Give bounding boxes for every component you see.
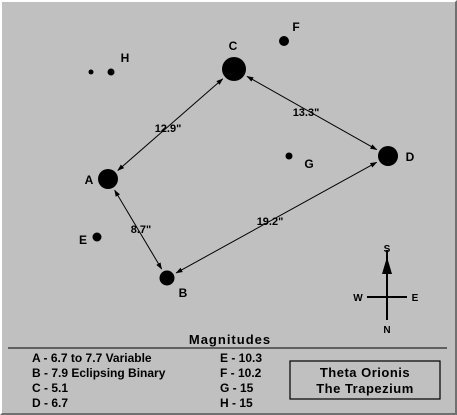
distance-arrows: 12.9" 13.3" 8.7" 19.2" (114, 75, 378, 274)
compass-west: W (353, 293, 363, 304)
star-label-E: E (79, 233, 87, 247)
magnitude-item: D - 6.7 (32, 396, 68, 410)
star-B (159, 270, 175, 286)
name-box-border (289, 360, 441, 400)
star-E (92, 232, 102, 242)
magnitude-item: H - 15 (220, 396, 253, 410)
name-box-line1: Theta Orionis (320, 365, 410, 380)
distance-arrow-C-D (246, 75, 378, 151)
magnitude-item: B - 7.9 Eclipsing Binary (32, 366, 166, 380)
magnitude-item: F - 10.2 (220, 366, 262, 380)
star-label-F: F (292, 20, 299, 34)
star-F (279, 36, 289, 46)
name-box: Theta Orionis The Trapezium (289, 360, 441, 400)
star-label-B: B (179, 286, 188, 300)
compass-north: N (383, 325, 390, 336)
star-label-D: D (406, 150, 415, 164)
compass-south: S (384, 244, 391, 255)
magnitude-item: C - 5.1 (32, 381, 68, 395)
compass-east: E (412, 293, 419, 304)
distance-label-B-D: 19.2" (257, 216, 284, 228)
distance-label-A-C: 12.9" (155, 123, 182, 135)
magnitude-item: G - 15 (220, 381, 254, 395)
star-H2 (107, 68, 115, 76)
compass-arrow-icon (382, 257, 392, 274)
star-G (285, 152, 293, 160)
name-box-line2: The Trapezium (316, 381, 414, 396)
star-A (98, 169, 118, 189)
distance-label-A-B: 8.7" (131, 224, 152, 236)
magnitudes-title: Magnitudes (189, 332, 271, 347)
stars-layer: C F H D G A E B (79, 20, 415, 300)
star-C (222, 57, 246, 81)
magnitude-item: A - 6.7 to 7.7 Variable (32, 351, 152, 365)
distance-arrow-A-C (117, 78, 224, 171)
star-label-A: A (85, 173, 94, 187)
distance-arrow-B-D (175, 161, 378, 274)
magnitude-item: E - 10.3 (220, 351, 262, 365)
star-label-H2: H (121, 51, 130, 65)
compass: S N W E (353, 244, 418, 336)
star-label-C: C (229, 39, 238, 53)
star-H1 (88, 69, 94, 75)
distance-arrow-A-B (114, 189, 163, 270)
star-D (378, 146, 398, 166)
distance-label-C-D: 13.3" (293, 107, 320, 119)
star-label-G: G (304, 157, 313, 171)
